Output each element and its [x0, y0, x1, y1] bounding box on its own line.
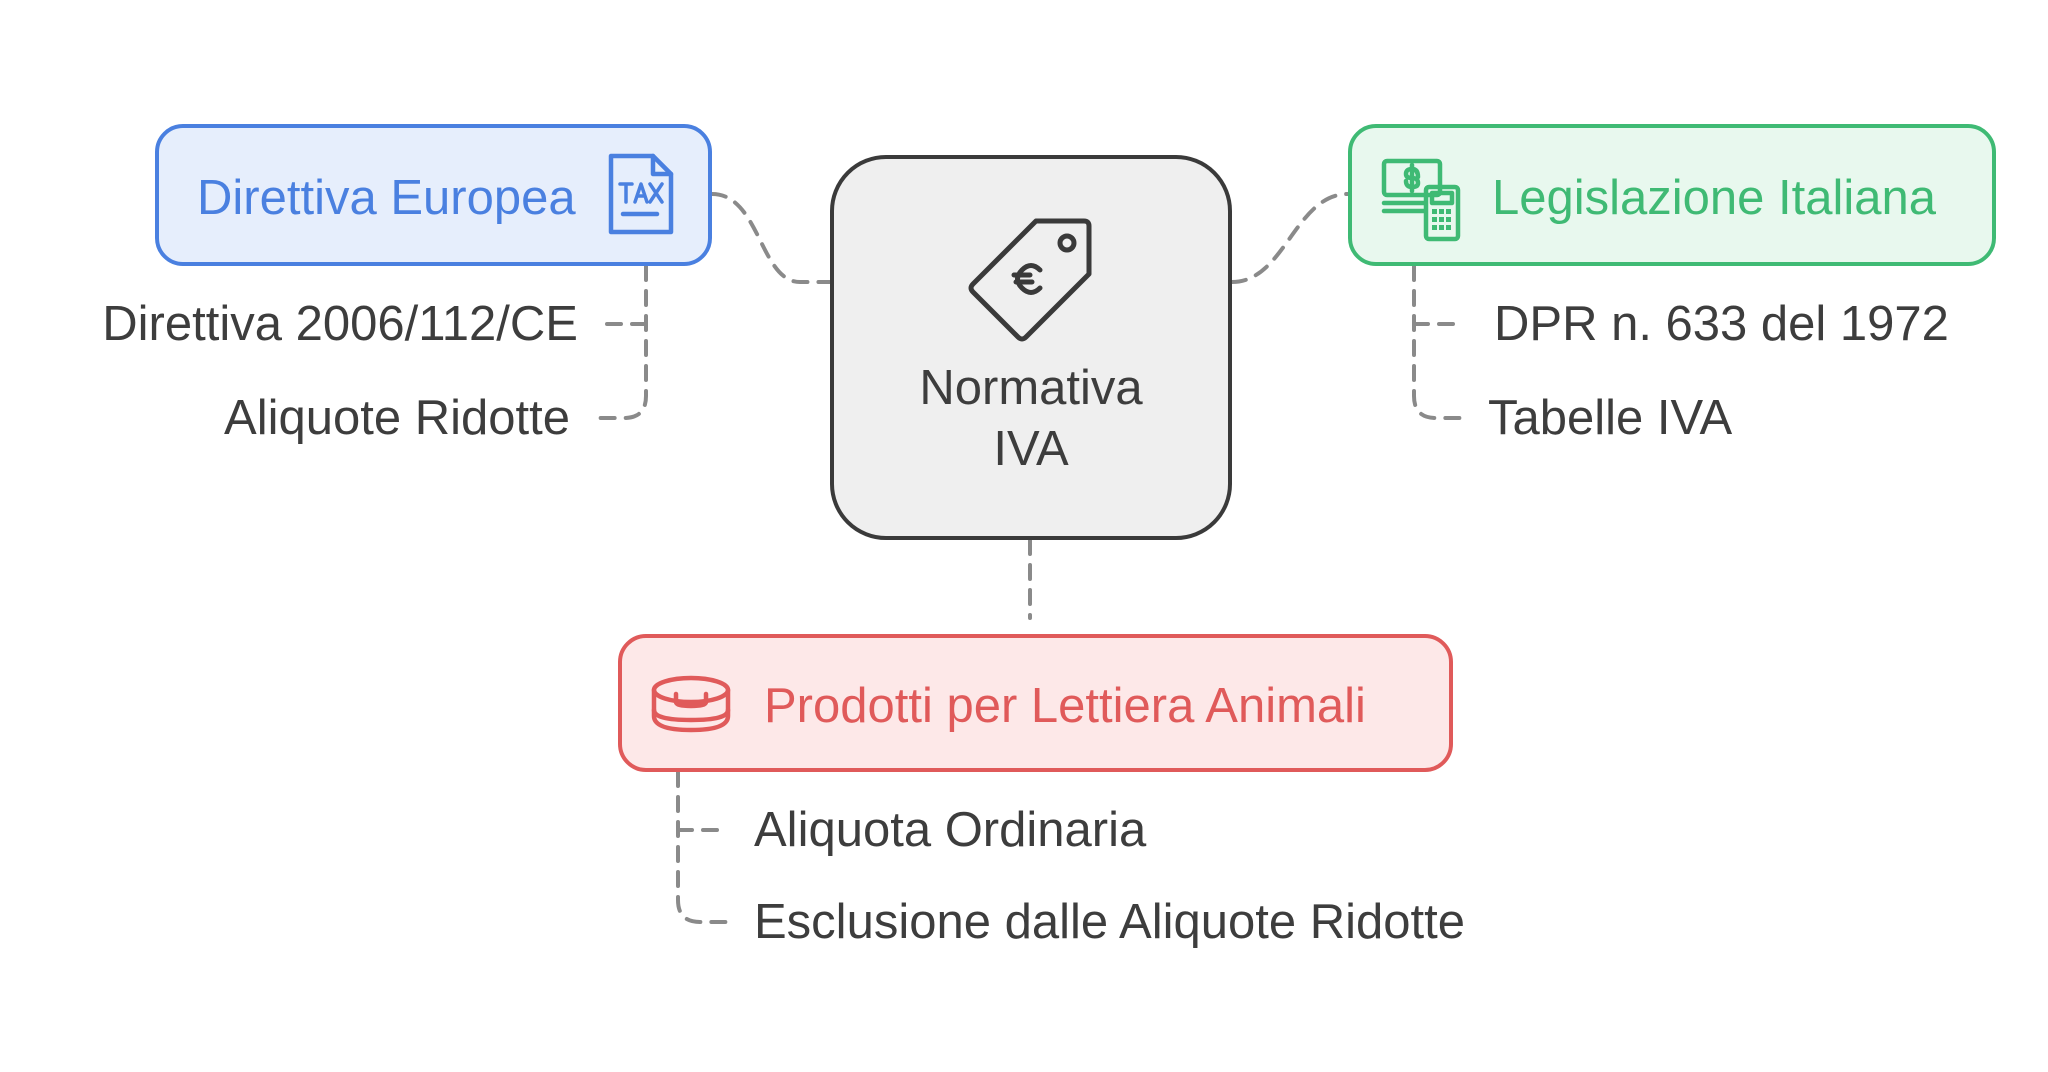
- branch-node-eu[interactable]: Direttiva Europea: [155, 124, 712, 266]
- it-item-tabelle-iva: Tabelle IVA: [1488, 391, 1733, 445]
- connector-eu-center: [710, 192, 832, 284]
- branch-title-eu: Direttiva Europea: [197, 171, 576, 225]
- connector-litter-items: [676, 770, 728, 924]
- connector-eu-items: [596, 264, 648, 420]
- branch-title-it: Legislazione Italiana: [1492, 171, 1937, 225]
- center-node[interactable]: Normativa IVA: [830, 155, 1232, 540]
- branch-node-litter[interactable]: Prodotti per Lettiera Animali: [618, 634, 1453, 772]
- center-title-line1: Normativa: [919, 361, 1143, 415]
- eu-item-direttiva: Direttiva 2006/112/CE: [102, 297, 578, 351]
- litter-item-esclusione: Esclusione dalle Aliquote Ridotte: [754, 895, 1465, 949]
- litter-item-aliquota-ordinaria: Aliquota Ordinaria: [754, 803, 1147, 857]
- euro-price-tag-icon: [968, 218, 1092, 342]
- connector-center-it: [1230, 192, 1350, 284]
- center-title-line2: IVA: [993, 422, 1069, 476]
- tax-document-icon: [608, 153, 674, 235]
- litter-tray-icon: [651, 675, 731, 733]
- branch-title-litter: Prodotti per Lettiera Animali: [764, 679, 1366, 733]
- money-calculator-icon: [1381, 158, 1461, 242]
- it-item-dpr: DPR n. 633 del 1972: [1494, 297, 1949, 351]
- connector-it-items: [1412, 264, 1464, 420]
- branch-node-it[interactable]: Legislazione Italiana: [1348, 124, 1996, 266]
- eu-item-aliquote-ridotte: Aliquote Ridotte: [224, 391, 570, 445]
